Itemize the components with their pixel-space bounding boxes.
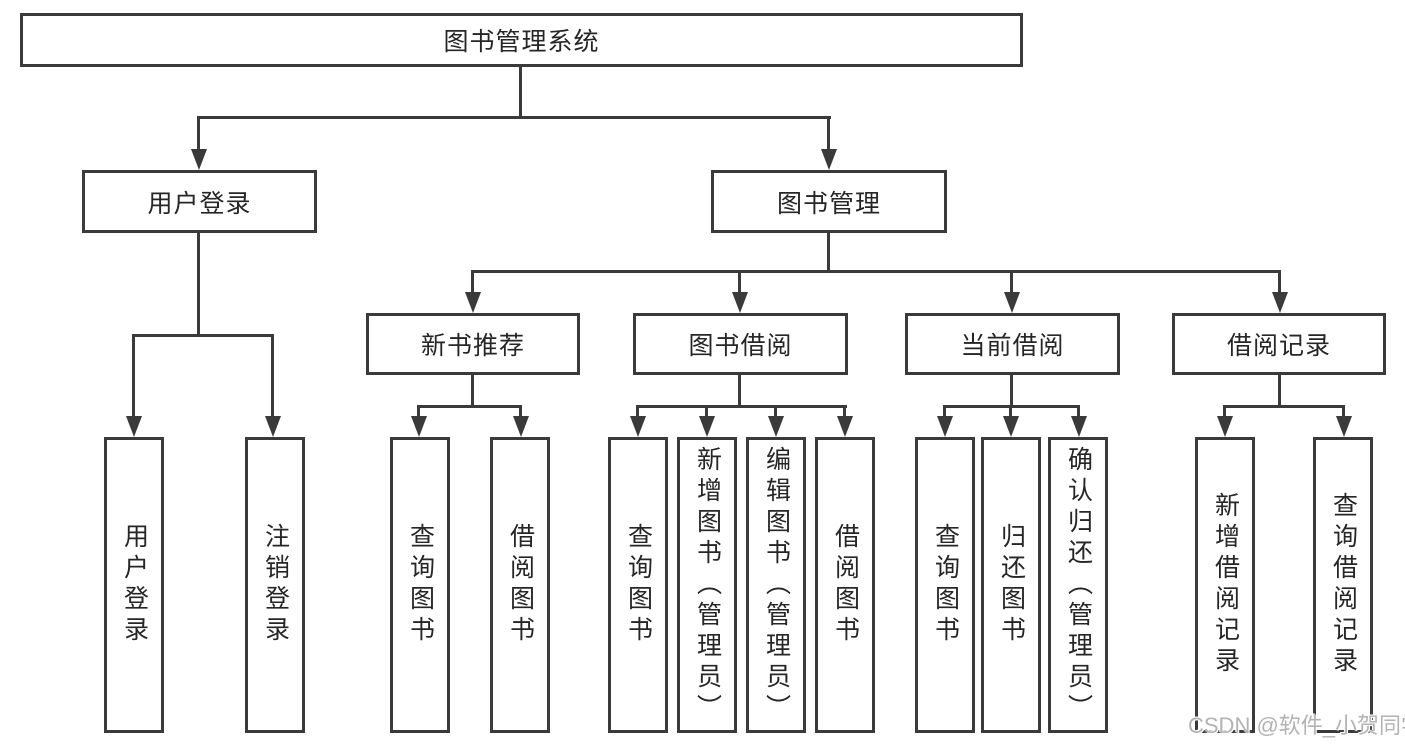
leaf-logout-label: 注销登录 [261, 523, 290, 647]
leaf-edit-book-admin-label: 编辑图书（管理员） [762, 445, 791, 725]
arrow-down-icon [513, 416, 529, 437]
leaf-borrow-books-recommend: 借阅图书 [490, 437, 550, 733]
connector-line [943, 405, 946, 420]
connector-line [197, 116, 831, 119]
connector-line [843, 405, 846, 420]
leaf-confirm-return-admin: 确认归还（管理员） [1048, 437, 1108, 733]
arrow-down-icon [1004, 292, 1020, 313]
arrow-down-icon [937, 416, 953, 437]
node-borrowing-records-label: 借阅记录 [1226, 332, 1331, 360]
node-borrowing-records: 借阅记录 [1172, 313, 1386, 375]
connector-line [197, 233, 200, 337]
leaf-return-book: 归还图书 [981, 437, 1041, 733]
connector-line [471, 375, 474, 408]
leaf-add-book-admin-label: 新增图书（管理员） [693, 445, 722, 725]
leaf-confirm-return-admin-label: 确认归还（管理员） [1064, 445, 1093, 725]
connector-line [1010, 375, 1013, 408]
node-current-borrowing-label: 当前借阅 [960, 332, 1065, 360]
connector-line [417, 405, 420, 420]
leaf-return-book-label: 归还图书 [997, 523, 1026, 647]
arrow-down-icon [191, 149, 207, 170]
connector-line [1077, 405, 1080, 420]
arrow-down-icon [699, 416, 715, 437]
arrow-down-icon [1336, 416, 1352, 437]
connector-line [1009, 405, 1012, 420]
node-new-book-recommend: 新书推荐 [366, 313, 580, 375]
connector-line [738, 375, 741, 408]
connector-line [1223, 405, 1345, 408]
connector-line [1278, 270, 1281, 295]
arrow-down-icon [1272, 292, 1288, 313]
connector-line [1278, 375, 1281, 408]
arrow-down-icon [837, 416, 853, 437]
connector-line [636, 405, 639, 420]
connector-line [132, 334, 135, 418]
node-book-management: 图书管理 [711, 170, 947, 233]
node-book-borrowing: 图书借阅 [633, 313, 848, 375]
arrow-down-icon [1071, 416, 1087, 437]
leaf-query-books-recommend-label: 查询图书 [406, 523, 435, 647]
leaf-query-borrow-record-label: 查询借阅记录 [1329, 492, 1358, 678]
arrow-down-icon [411, 416, 427, 437]
leaf-query-books-borrowing: 查询图书 [608, 437, 668, 733]
leaf-logout: 注销登录 [245, 437, 305, 733]
connector-line [774, 405, 777, 420]
leaf-add-borrow-record: 新增借阅记录 [1195, 437, 1255, 733]
connector-line [827, 233, 830, 272]
csdn-watermark: CSDN @软件_小贺同学 [1188, 713, 1405, 738]
connector-line [519, 67, 522, 118]
connector-line [705, 405, 708, 420]
node-book-management-label: 图书管理 [776, 189, 881, 218]
leaf-edit-book-admin: 编辑图书（管理员） [746, 437, 806, 733]
connector-line [636, 405, 847, 408]
arrow-down-icon [821, 149, 837, 170]
connector-line [132, 334, 274, 337]
connector-line [827, 116, 830, 152]
arrow-down-icon [1217, 416, 1233, 437]
arrow-down-icon [732, 292, 748, 313]
node-new-book-recommend-label: 新书推荐 [420, 332, 525, 360]
connector-line [1010, 270, 1013, 295]
arrow-down-icon [1003, 416, 1019, 437]
leaf-query-books-current: 查询图书 [915, 437, 975, 733]
leaf-user-login: 用户登录 [104, 437, 164, 733]
connector-line [519, 405, 522, 420]
connector-line [471, 270, 474, 295]
leaf-user-login-label: 用户登录 [120, 523, 149, 647]
leaf-borrow-books-borrowing-label: 借阅图书 [831, 523, 860, 647]
leaf-query-books-borrowing-label: 查询图书 [624, 523, 653, 647]
arrow-down-icon [630, 416, 646, 437]
leaf-query-books-current-label: 查询图书 [931, 523, 960, 647]
connector-line [417, 405, 522, 408]
leaf-add-book-admin: 新增图书（管理员） [677, 437, 737, 733]
arrow-down-icon [265, 416, 281, 437]
arrow-down-icon [768, 416, 784, 437]
leaf-query-borrow-record: 查询借阅记录 [1313, 437, 1373, 733]
leaf-borrow-books-recommend-label: 借阅图书 [506, 523, 535, 647]
node-current-borrowing: 当前借阅 [905, 313, 1120, 375]
arrow-down-icon [126, 416, 142, 437]
leaf-add-borrow-record-label: 新增借阅记录 [1211, 492, 1240, 678]
node-book-borrowing-label: 图书借阅 [688, 332, 793, 360]
node-library-system: 图书管理系统 [20, 13, 1023, 67]
connector-line [1223, 405, 1226, 420]
leaf-query-books-recommend: 查询图书 [390, 437, 450, 733]
connector-line [1342, 405, 1345, 420]
node-user-login: 用户登录 [82, 170, 317, 233]
node-user-login-label: 用户登录 [147, 189, 252, 218]
connector-line [197, 116, 200, 152]
leaf-borrow-books-borrowing: 借阅图书 [815, 437, 875, 733]
node-library-system-label: 图书管理系统 [443, 28, 600, 56]
connector-line [471, 270, 1281, 273]
arrow-down-icon [465, 292, 481, 313]
connector-line [271, 334, 274, 418]
connector-line [738, 270, 741, 295]
